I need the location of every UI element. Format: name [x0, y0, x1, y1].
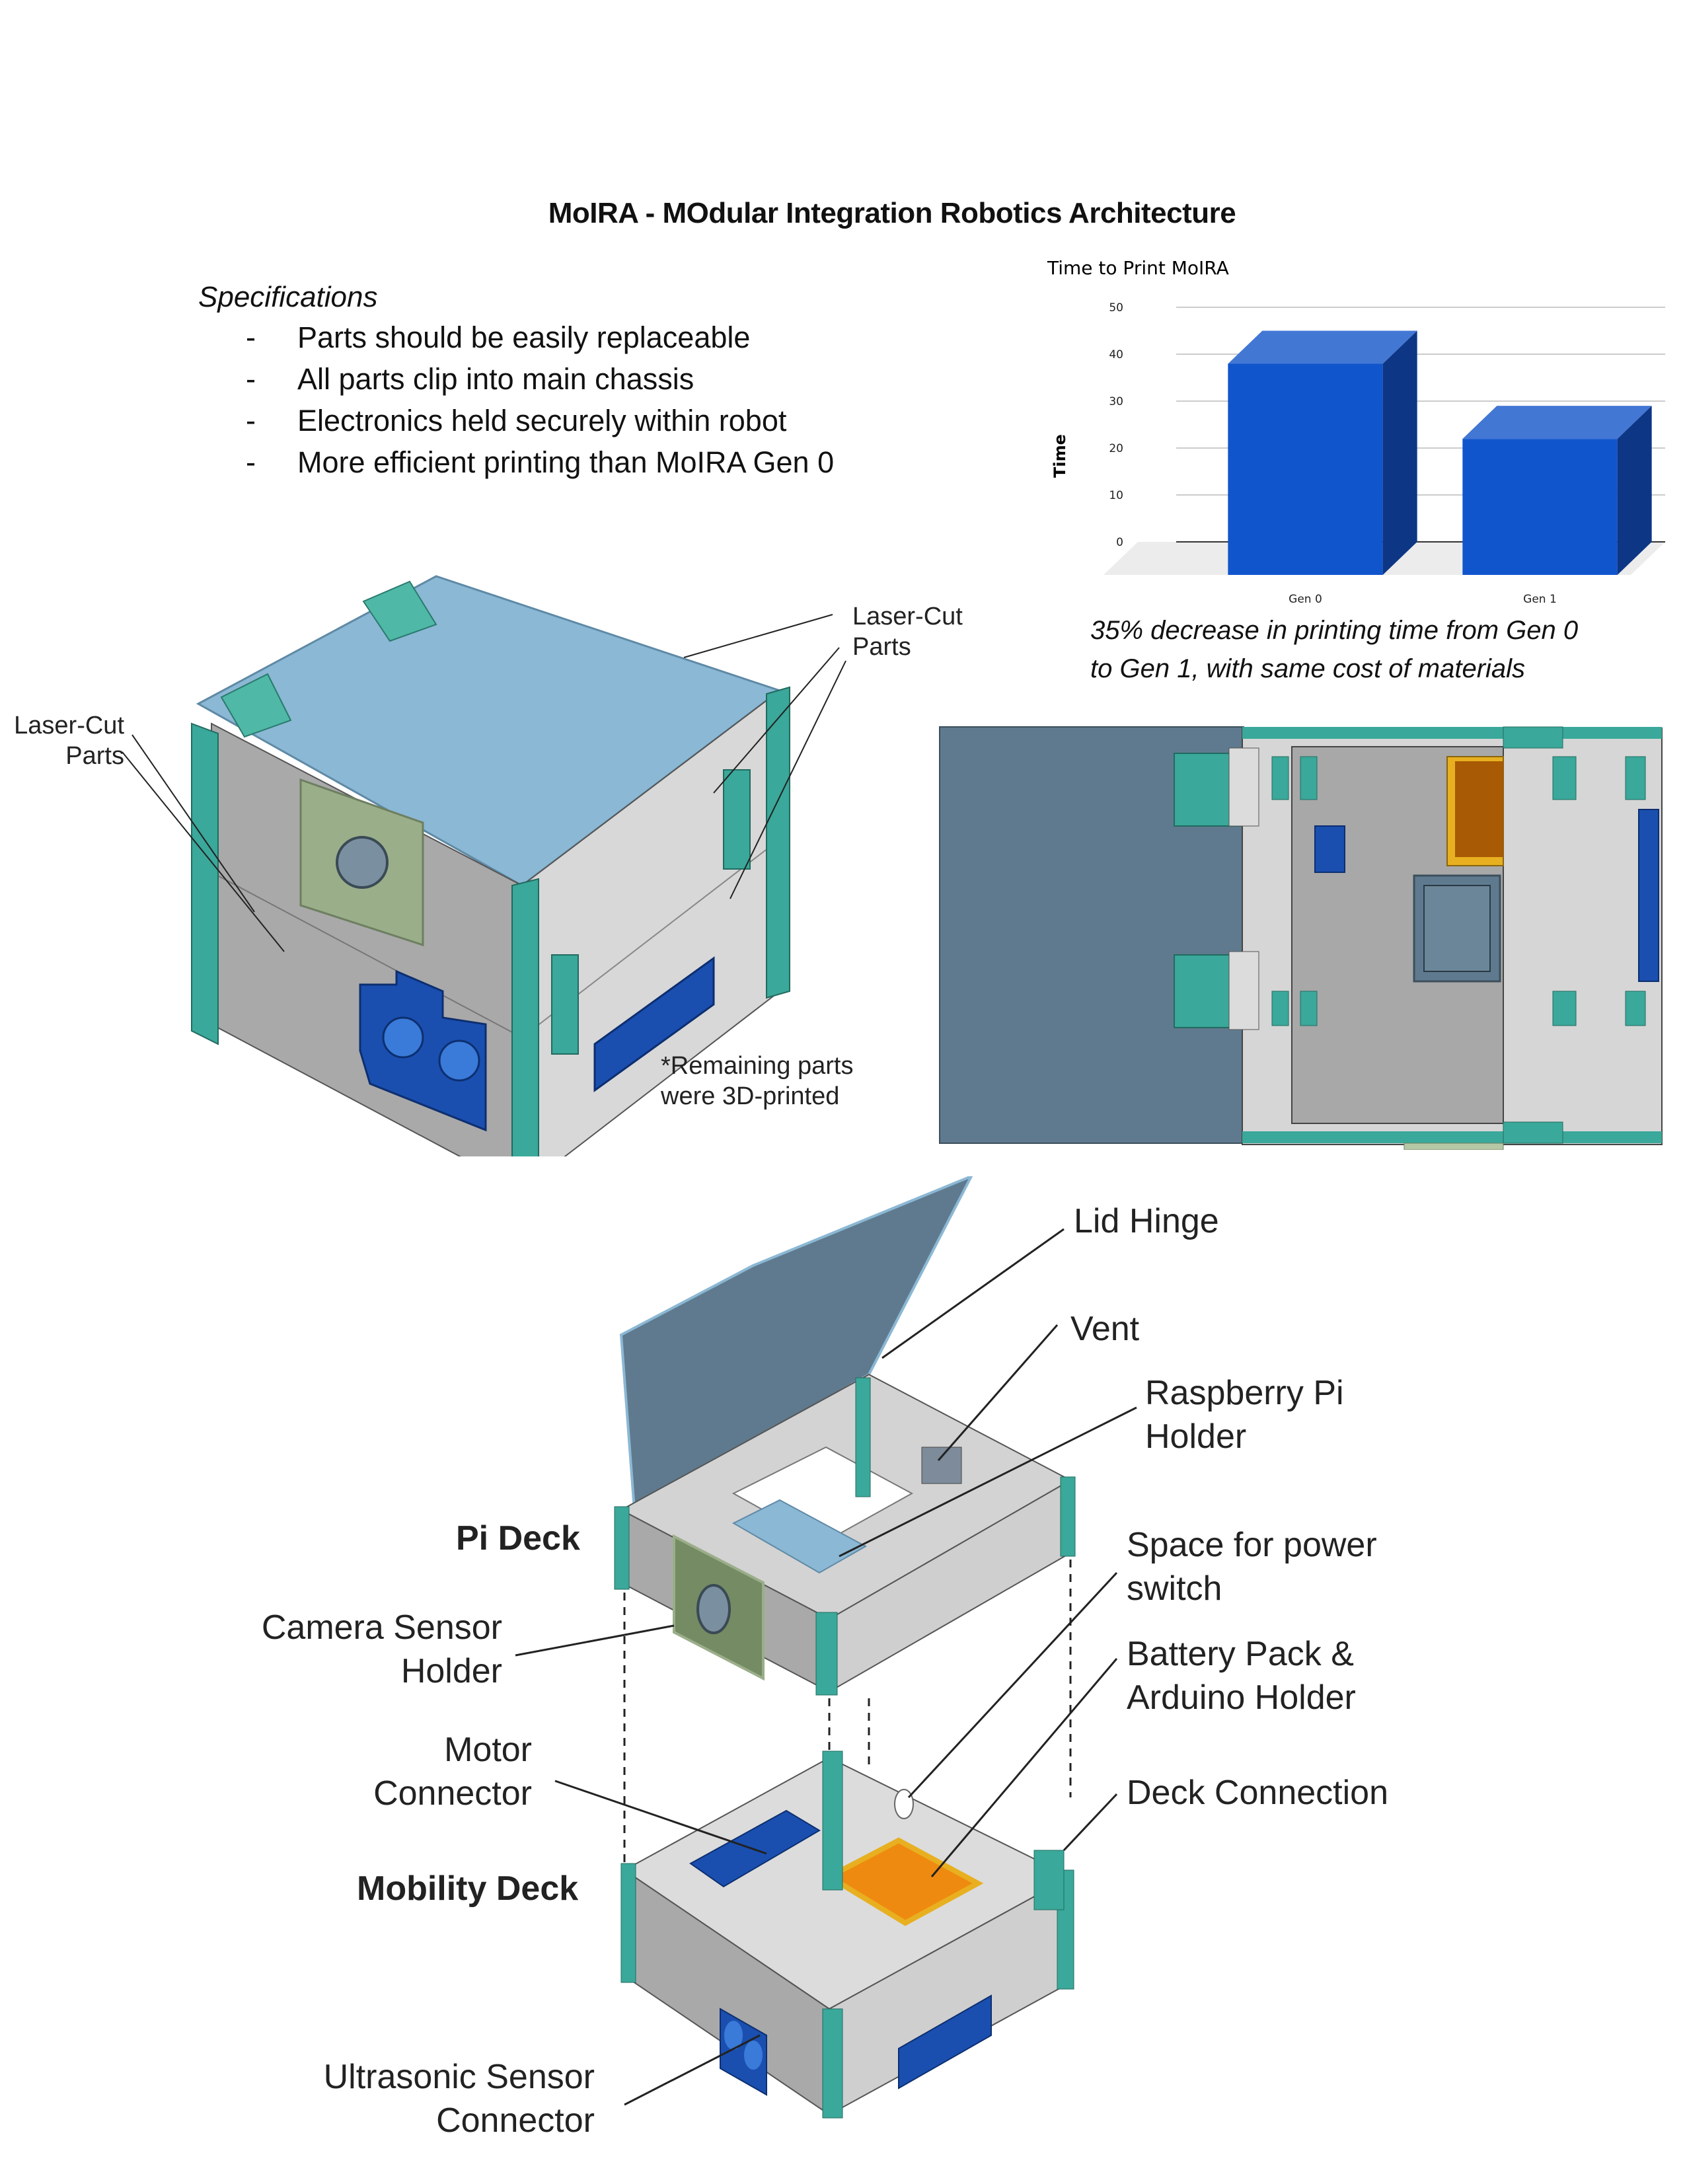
label-battery-pack: Battery Pack &Arduino Holder — [1127, 1635, 1356, 1717]
spec-item: - Parts should be easily replaceable — [246, 320, 750, 355]
side-connector — [1638, 809, 1659, 982]
spec-item: - More efficient printing than MoIRA Gen … — [246, 445, 834, 480]
chart-x-ticks: Gen 0 Gen 1 — [1289, 593, 1557, 606]
bar-front-face — [1228, 363, 1383, 575]
battery-holder — [823, 1837, 984, 1926]
bar-side-face — [1617, 406, 1652, 575]
x-tick-label: Gen 0 — [1289, 593, 1322, 606]
spec-text: Parts should be easily replaceable — [297, 320, 751, 354]
assembled-robot-illustration — [122, 575, 846, 1194]
bullet-dash: - — [246, 320, 256, 354]
bar-gen-1 — [1462, 406, 1652, 575]
y-tick-label: 40 — [1109, 348, 1123, 361]
motor-connector — [593, 956, 715, 1092]
y-tick-label: 0 — [1116, 536, 1123, 549]
chart-y-ticks: 0 10 20 30 40 50 — [1109, 301, 1123, 549]
caption-line: 35% decrease in printing time from Gen 0 — [1090, 616, 1579, 645]
chart-title: Time to Print MoIRA — [1047, 257, 1229, 279]
print-time-chart: Time to Print MoIRA Time 0 10 20 30 40 50 Gen… — [1031, 251, 1665, 608]
bar-side-face — [1382, 330, 1417, 575]
y-tick-label: 30 — [1109, 395, 1123, 408]
specifications-heading: Specifications — [198, 281, 378, 313]
bar-gen-0 — [1228, 330, 1417, 575]
bar-front-face — [1462, 439, 1618, 575]
label-lid-hinge: Lid Hinge — [1074, 1202, 1219, 1240]
battery-pack — [1455, 761, 1503, 857]
motor-connector — [1314, 825, 1345, 873]
top-view-illustration — [939, 726, 1663, 1150]
bar-top-face — [1462, 406, 1652, 439]
spec-text: All parts clip into main chassis — [297, 362, 694, 396]
chart-y-axis-label: Time — [1051, 434, 1069, 478]
camera-lens — [336, 836, 389, 889]
top-view-figure — [938, 720, 1665, 1150]
label-deck-connection: Deck Connection — [1127, 1774, 1388, 1812]
chart-bars — [1228, 330, 1652, 575]
y-tick-label: 50 — [1109, 301, 1123, 315]
bar-top-face — [1228, 330, 1417, 364]
spec-text: Electronics held securely within robot — [297, 404, 787, 437]
label-pi-deck: Pi Deck — [456, 1519, 580, 1558]
y-tick-label: 10 — [1109, 489, 1123, 502]
y-tick-label: 20 — [1109, 442, 1123, 455]
bullet-dash: - — [246, 445, 256, 479]
x-tick-label: Gen 1 — [1523, 593, 1557, 606]
page-title: MoIRA - MOdular Integration Robotics Arc… — [548, 197, 1236, 229]
pi-holder — [731, 1499, 868, 1574]
ultrasonic-holder — [359, 969, 487, 1132]
chart-svg: Time to Print MoIRA Time 0 10 20 30 40 50 Gen… — [1047, 257, 1665, 606]
label-vent: Vent — [1070, 1310, 1140, 1348]
hinge — [220, 673, 292, 738]
bullet-dash: - — [246, 404, 256, 437]
label-mobility-deck: Mobility Deck — [357, 1869, 579, 1908]
power-switch-hole — [894, 1789, 914, 1819]
bullet-dash: - — [246, 362, 256, 396]
raised-lid — [619, 1174, 975, 1513]
chart-caption: 35% decrease in printing time from Gen 0… — [1090, 611, 1578, 688]
spec-text: More efficient printing than MoIRA Gen 0 — [297, 445, 835, 479]
caption-line: to Gen 1, with same cost of materials — [1090, 654, 1526, 683]
exploded-view-illustration — [515, 1174, 1137, 2119]
spec-item: - All parts clip into main chassis — [246, 362, 694, 396]
hinge — [362, 580, 437, 642]
spec-item: - Electronics held securely within robot — [246, 404, 786, 438]
